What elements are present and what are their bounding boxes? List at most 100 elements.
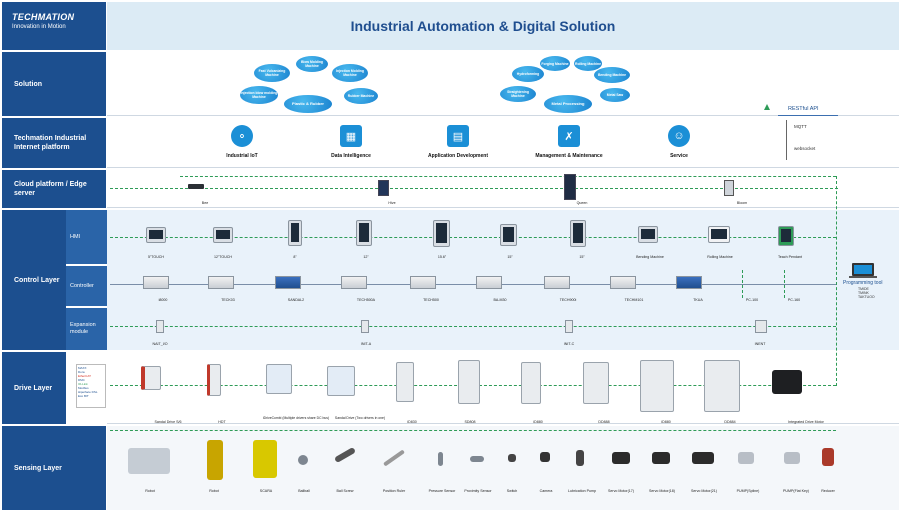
sensor-label-17: Reducer	[821, 489, 835, 493]
restful-api-label: RESTful API	[788, 106, 819, 112]
hmi-device-8	[638, 226, 658, 243]
cloud-plastic-rubber: Plastic & Rubber	[284, 95, 332, 113]
controller-label-6: BA-M30	[493, 298, 507, 302]
drive-label-2: HDT	[218, 420, 226, 424]
hive-device-icon	[378, 180, 389, 196]
expansion-device-2	[361, 320, 369, 333]
drive-device-7	[521, 362, 541, 404]
hmi-label-5: 15.6"	[437, 255, 447, 259]
expansion-device-1	[156, 320, 164, 333]
cloud-forging: Forging Machine	[540, 56, 570, 71]
iot-icon: ⚬	[231, 125, 253, 147]
cloud-straightening: Straightening Machine	[500, 86, 536, 102]
sensor-label-15: PUMP(Spline)	[736, 489, 760, 493]
drive-legend-3: EtherCAT	[78, 374, 91, 378]
cloud-device-queen: Queen	[576, 201, 588, 205]
sublane-controller: Controller	[66, 266, 107, 306]
sensor-device-14	[692, 452, 714, 464]
sublane-expansion: Expansion module	[66, 308, 107, 350]
cloud-hydroforming: Hydroforming	[512, 66, 544, 82]
drive-label-4: Sandal Drive (Two drivers in one)	[334, 416, 386, 420]
hmi-device-9	[708, 226, 730, 243]
drive-device-10	[704, 360, 740, 412]
sensor-device-11	[576, 450, 584, 466]
laptop-icon	[852, 263, 874, 276]
hmi-device-4	[356, 220, 372, 246]
pc-link-1	[742, 270, 743, 298]
sublane-hmi: HMI	[66, 210, 107, 264]
drive-legend-8: Eco BIT	[78, 394, 89, 398]
data-intelligence-icon: ▦	[340, 125, 362, 147]
drive-device-4	[327, 366, 355, 396]
hmi-device-7	[570, 220, 586, 247]
drive-label-5: iD830	[407, 420, 417, 424]
drive-label-6: SD808	[464, 420, 476, 424]
controller-label-2: TECK03	[221, 298, 235, 302]
platform-label-service: Service	[670, 153, 688, 159]
sensor-device-15	[738, 452, 754, 464]
sensor-device-2	[207, 440, 223, 480]
lane-control: Control Layer	[2, 210, 66, 350]
expansion-device-4	[755, 320, 767, 333]
drive-device-3	[266, 364, 292, 394]
hmi-label-4: 12"	[363, 255, 369, 259]
controller-label-5: TECH500	[423, 298, 439, 302]
drive-device-1	[141, 366, 161, 390]
service-icon: ☺	[668, 125, 690, 147]
logo-name: TECHMATION	[12, 12, 75, 22]
cloud-injection-molding: Injection Molding Machine	[332, 64, 368, 82]
expansion-device-3	[565, 320, 573, 333]
programming-tool-title: Programming tool	[843, 280, 883, 286]
drive-device-9	[640, 360, 674, 412]
cloud-metal-saw: Metal Saw	[600, 88, 630, 102]
controller-device-5	[410, 276, 436, 289]
cloud-device-hive: Hive	[388, 201, 396, 205]
laptop-base	[849, 276, 877, 278]
drive-device-6	[458, 360, 480, 404]
sensor-device-12	[612, 452, 630, 464]
platform-label-iot: Industrial IoT	[226, 153, 258, 159]
drive-legend: MAXX Dora EtherCAT DMC IO-Link Modbus Hi…	[76, 364, 106, 408]
sensor-label-10: Camera	[539, 489, 553, 493]
sensor-device-16	[784, 452, 800, 464]
app-development-icon: ▤	[447, 125, 469, 147]
controller-device-4	[341, 276, 367, 289]
hmi-label-9: Rolling Machine	[707, 255, 733, 259]
right-vertical-bus	[836, 176, 837, 386]
drive-label-1: Sandal Drive S/6	[154, 420, 182, 424]
bee-device-icon	[188, 184, 204, 189]
controller-device-9	[676, 276, 702, 289]
controller-device-8	[610, 276, 636, 289]
drive-label-11: Integrated Drive Motor	[788, 420, 824, 424]
drive-label-9: iD880	[661, 420, 671, 424]
lane-cloud: Cloud platform / Edge server	[2, 170, 106, 208]
logo-block: TECHMATION Innovation in Motion	[2, 2, 106, 50]
maintenance-icon: ✗	[558, 125, 580, 147]
expansion-label-4: INENT	[754, 342, 766, 346]
pc-link-2	[784, 270, 785, 298]
platform-label-maintenance: Management & Maintenance	[535, 153, 603, 159]
sensor-label-8: Proximity Sensor	[464, 489, 492, 493]
expansion-label-2: INIT-A	[360, 342, 372, 346]
controller-device-7	[544, 276, 570, 289]
sensor-label-1: Robot	[145, 489, 155, 493]
drive-device-11	[772, 370, 802, 394]
protocol-bracket	[786, 120, 792, 160]
bloom-device-icon	[724, 180, 734, 196]
hmi-label-1: 5"TOUCH	[148, 255, 164, 259]
sensor-device-9	[508, 454, 516, 462]
lane-sensing: Sensing Layer	[2, 426, 106, 510]
controller-label-7: TECH900i	[559, 298, 577, 302]
restful-line	[778, 115, 838, 116]
sensor-label-11: Lubrication Pump	[568, 489, 596, 493]
queen-device-icon	[564, 174, 576, 200]
cloud-fast-vulcanizing: Fast Vulcanizing Machine	[254, 64, 290, 82]
controller-label-11: PC-160	[787, 298, 801, 302]
drive-legend-4: DMC	[78, 378, 85, 382]
controller-label-10: PC-100	[745, 298, 759, 302]
sensor-label-4: Ballball	[298, 489, 310, 493]
hmi-device-1	[146, 227, 166, 243]
band-sensing	[107, 426, 899, 510]
sensor-device-8	[470, 456, 484, 462]
programming-tool-line-3: TAKTUOO	[858, 295, 875, 299]
